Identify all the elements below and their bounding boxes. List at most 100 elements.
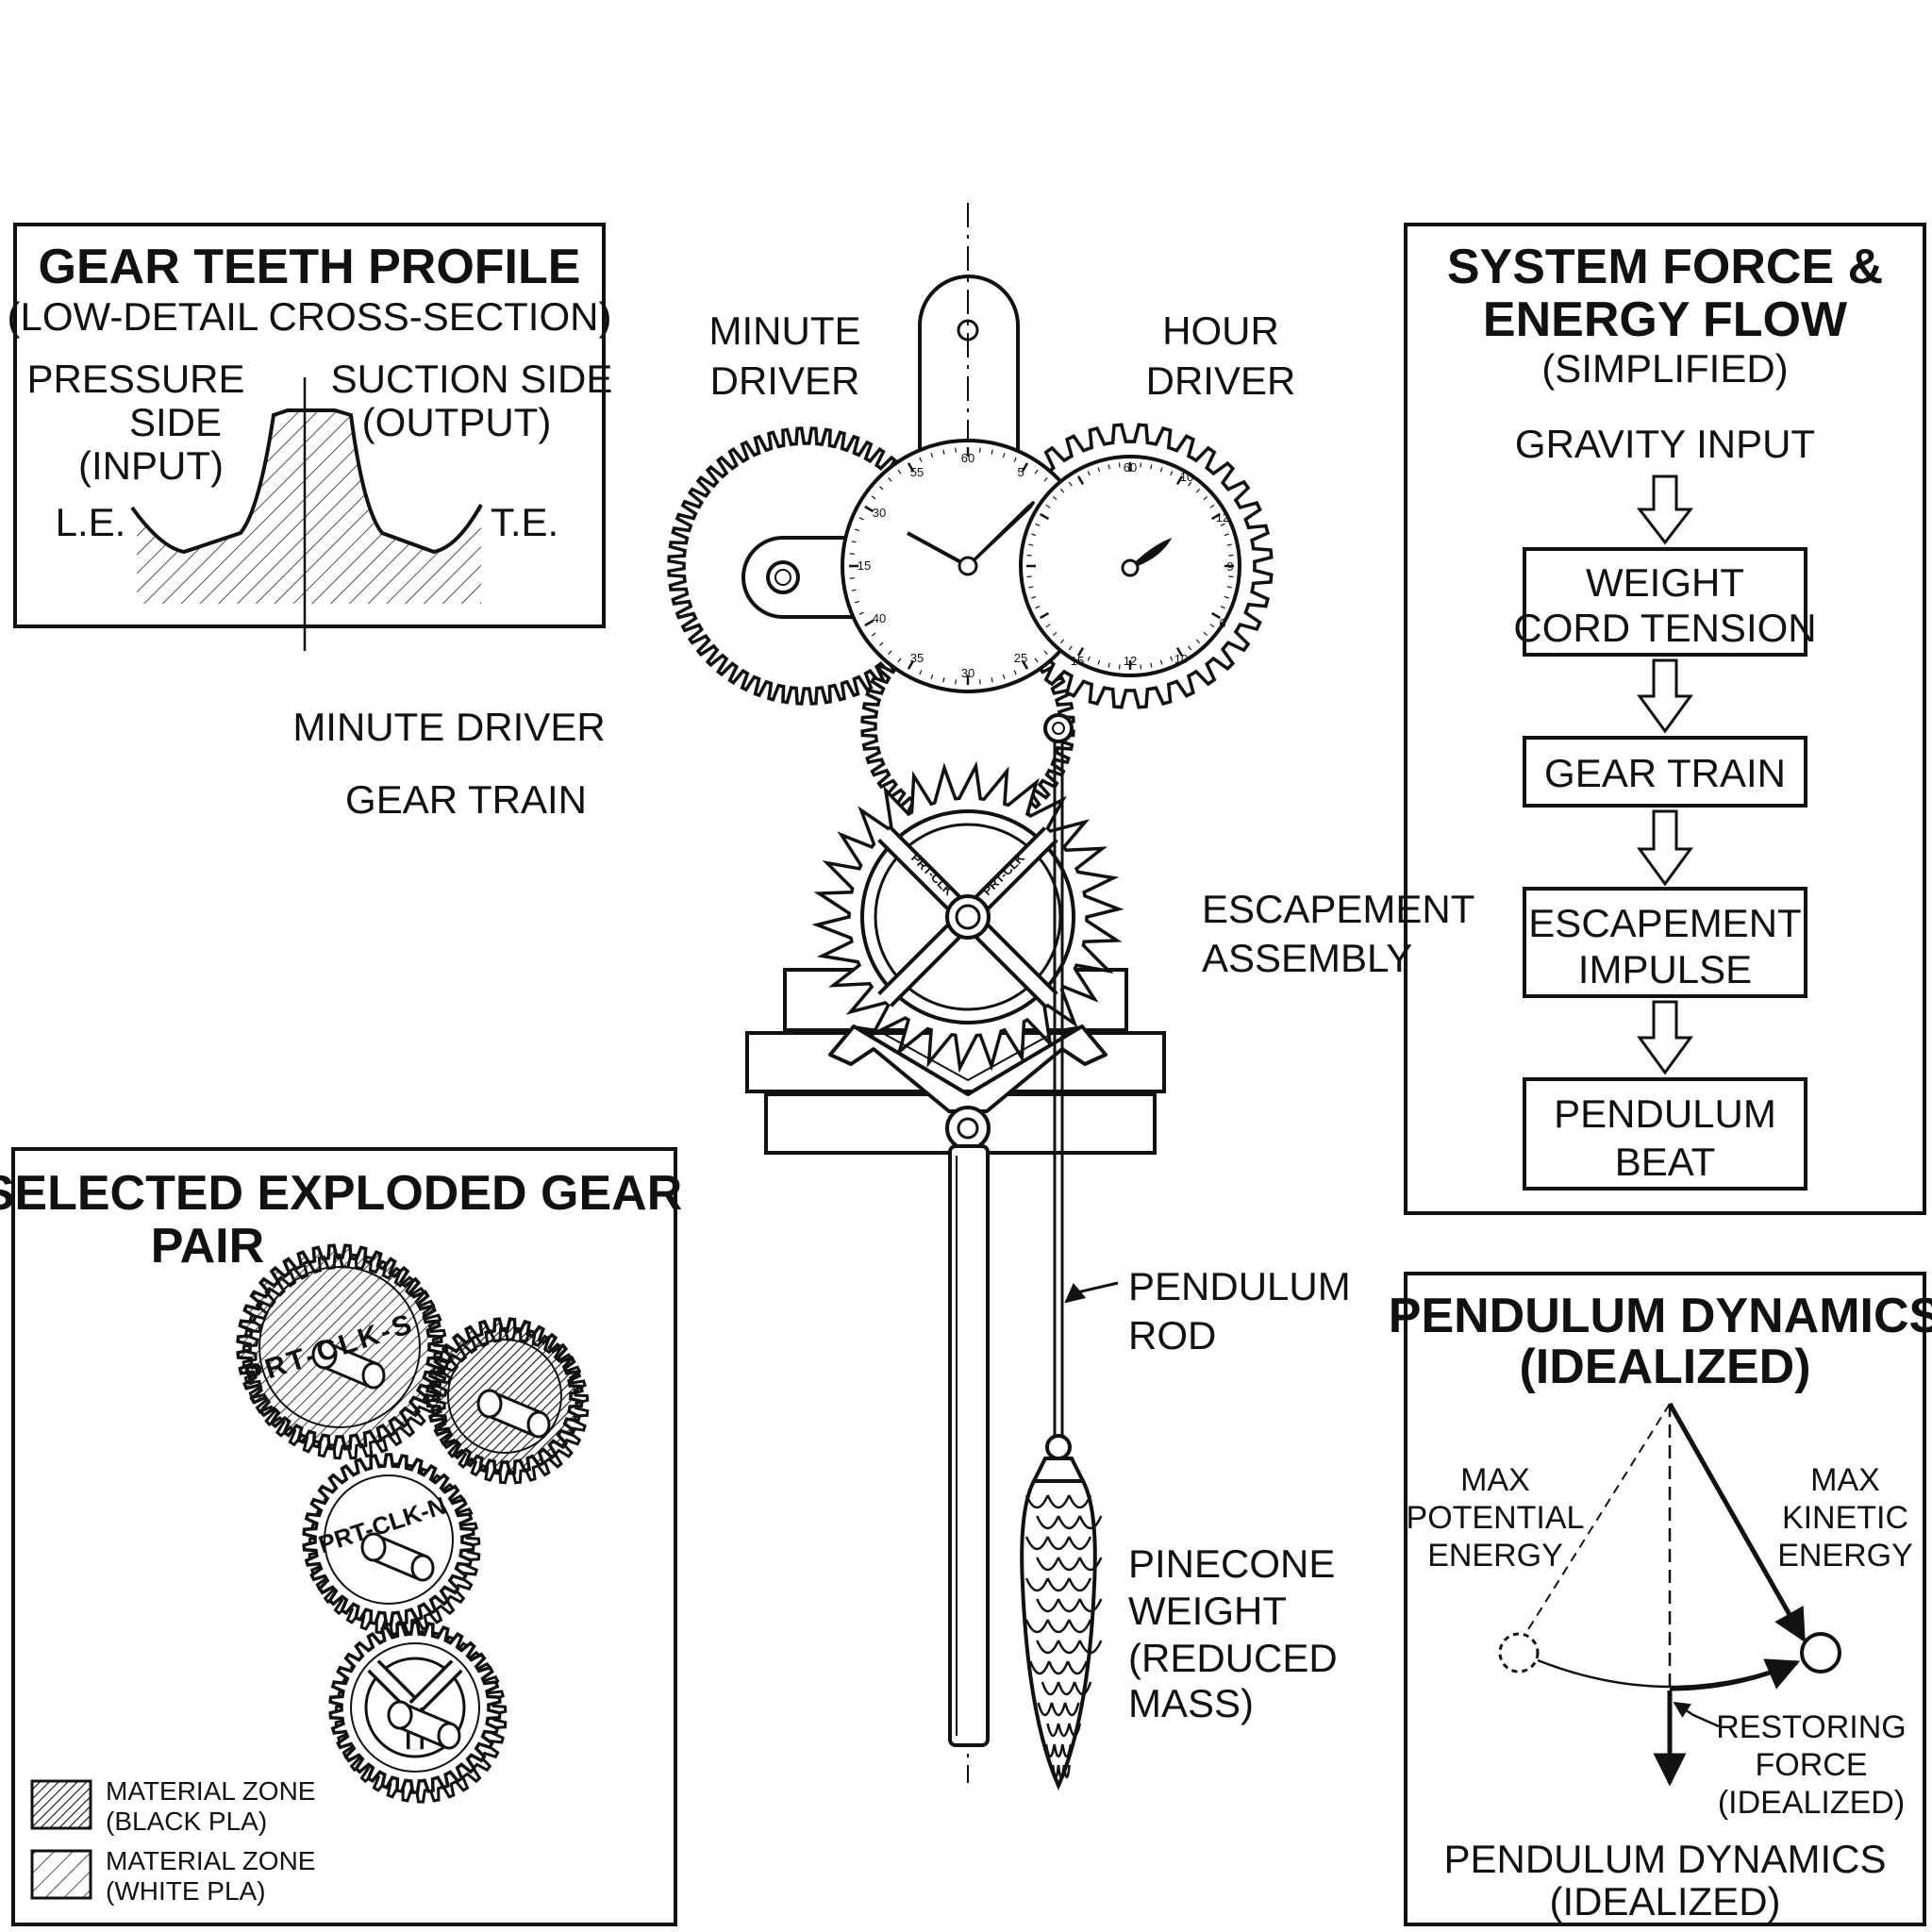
pinecone-scale xyxy=(1061,1743,1073,1758)
flow-arrow-4 xyxy=(1637,1000,1693,1075)
pinecone-scale xyxy=(1068,1723,1082,1738)
pressure-side-label-2: SIDE xyxy=(129,400,222,444)
pressure-side-label-3: (INPUT) xyxy=(78,443,224,488)
minute-dial-num-35: 35 xyxy=(910,651,924,665)
hour-dial-tick xyxy=(1035,606,1041,609)
left-swing-line xyxy=(1520,1403,1671,1642)
hour-dial-tick xyxy=(1170,471,1174,476)
hour-driver-title-2: DRIVER xyxy=(1146,358,1296,403)
pinecone-scale xyxy=(1053,1743,1064,1758)
right-swing-arrow xyxy=(1667,1402,1807,1643)
kinetic-arc-arrow xyxy=(1669,1658,1801,1691)
pinecone-scale xyxy=(1078,1640,1103,1655)
hour-hand xyxy=(907,531,969,568)
pinecone-scale xyxy=(1062,1764,1071,1779)
hour-dial-tick xyxy=(1118,664,1121,670)
pinecone-label-1: PINECONE xyxy=(1128,1541,1335,1586)
pinecone-label-3: (REDUCED xyxy=(1128,1636,1338,1680)
pinecone-scale xyxy=(1078,1598,1103,1613)
minute-dial-num-15b: 15 xyxy=(858,558,871,573)
hour-dial-tick xyxy=(1226,586,1232,589)
minute-dial-tick xyxy=(849,577,855,579)
exploded-gear-right-shaft-base xyxy=(476,1389,503,1419)
hour-dial-tick xyxy=(1076,646,1085,657)
exploded-gear-right-shaft-end xyxy=(526,1410,551,1439)
legend-black-line-1: MATERIAL ZONE xyxy=(106,1776,315,1806)
pinecone-scale xyxy=(1068,1536,1092,1551)
pinecone-scale xyxy=(1044,1743,1056,1758)
minute-dial-tick xyxy=(1034,658,1039,663)
max-potential-line-1: MAX xyxy=(1460,1462,1530,1498)
hour-dial-tick xyxy=(1068,645,1073,651)
hour-dial-tick xyxy=(1118,462,1121,468)
hour-dial-num-12: 12 xyxy=(1124,654,1137,668)
hour-dial-tick xyxy=(1108,662,1110,668)
minute-arm-hole xyxy=(766,560,800,594)
pinecone-scale xyxy=(1046,1577,1071,1592)
hour-dial-tick xyxy=(1028,543,1034,546)
hour-dial-tick xyxy=(1224,595,1229,599)
exploded-gear-top-shaft-end xyxy=(361,1361,386,1390)
pinecone-scale xyxy=(1057,1681,1076,1696)
hour-dial-tick xyxy=(1170,656,1174,661)
minute-dial-num-5: 5 xyxy=(1017,465,1024,479)
flow-arrow-1 xyxy=(1636,475,1694,545)
hour-dial-tick xyxy=(1097,467,1101,473)
minute-dial: 60 5 10 15 20 25 30 35 40 15 30 55 xyxy=(841,439,1095,693)
hour-dial-tick xyxy=(1026,554,1032,557)
hour-dial-tick xyxy=(1052,495,1058,501)
flow-step-escapement-line-1: ESCAPEMENT xyxy=(1528,901,1801,945)
escapement-label-1: ESCAPEMENT xyxy=(1202,887,1474,931)
hour-dial-tick xyxy=(1228,554,1234,557)
hour-dial-tick xyxy=(1087,471,1091,476)
pinecone-label-4: MASS) xyxy=(1128,1681,1254,1725)
minute-driver-label: MINUTE DRIVER xyxy=(292,705,605,749)
tooth-profile-curve xyxy=(130,408,483,555)
pinecone-scale xyxy=(1068,1577,1092,1592)
dynamics-title-2: (IDEALIZED) xyxy=(1519,1340,1810,1394)
exploded-gear-bottom-rim xyxy=(350,1642,480,1773)
hour-dial-tick xyxy=(1188,481,1192,487)
minute-dial-tick xyxy=(955,447,957,453)
hour-dial-tick xyxy=(1209,504,1215,508)
minute-dial-tick xyxy=(1002,453,1006,458)
hour-dial-tick xyxy=(1210,512,1221,521)
bob-right xyxy=(1800,1632,1841,1674)
hour-dial-tick xyxy=(1175,646,1184,657)
hour-dial-tick xyxy=(1203,495,1208,501)
minute-dial-tick xyxy=(897,658,902,663)
minute-dial-tick xyxy=(1021,659,1029,670)
pinecone-scale xyxy=(1057,1598,1081,1613)
energy-flow-subtitle: (SIMPLIFIED) xyxy=(1541,346,1788,391)
max-kinetic-line-2: KINETIC xyxy=(1782,1500,1908,1536)
hour-dial-tick xyxy=(1076,475,1085,486)
gear-train-label: GEAR TRAIN xyxy=(345,777,587,822)
flow-step-pendulum-line-1: PENDULUM xyxy=(1554,1091,1776,1136)
gear-profile-title: GEAR TEETH PROFILE xyxy=(39,240,581,294)
hour-dial-num-10b: 10 xyxy=(1174,652,1188,666)
hour-dial-tick xyxy=(1097,659,1101,665)
minute-hand-line xyxy=(966,500,1036,568)
exploded-gear-top-rim xyxy=(258,1266,421,1428)
pinecone-scale xyxy=(1046,1619,1071,1634)
flow-step-gear-train-label: GEAR TRAIN xyxy=(1544,751,1786,795)
minute-dial-tick xyxy=(864,619,874,627)
pendulum-rod-label-2: ROD xyxy=(1128,1313,1216,1357)
exploded-gear-middle-shaft-end xyxy=(410,1554,435,1582)
legend-black-line-2: (BLACK PLA) xyxy=(106,1807,267,1836)
pinecone-scale xyxy=(1024,1577,1049,1592)
minute-dial-tick xyxy=(879,486,884,491)
flow-step-escapement-line-2: IMPULSE xyxy=(1578,947,1752,991)
minute-dial-tick xyxy=(855,600,860,604)
energy-flow-panel: SYSTEM FORCE & ENERGY FLOW (SIMPLIFIED) … xyxy=(1404,223,1926,1215)
minute-dial-tick xyxy=(907,659,915,670)
flow-step-weight-line-1: WEIGHT xyxy=(1586,560,1744,605)
exploded-gear-middle-shaft-base xyxy=(360,1532,387,1562)
minute-dial-num-30b: 30 xyxy=(873,506,886,520)
flow-arrow-2 xyxy=(1637,658,1693,734)
pinecone-scale xyxy=(1046,1494,1071,1509)
minute-dial-tick xyxy=(942,449,945,455)
exploded-gear-right-rim xyxy=(447,1339,562,1454)
